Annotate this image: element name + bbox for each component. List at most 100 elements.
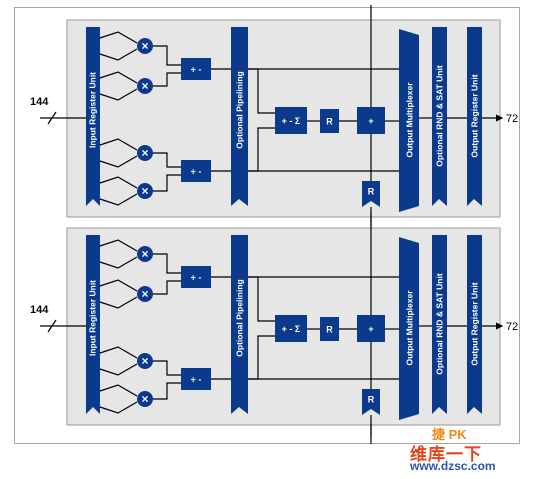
wire [153, 152, 181, 168]
wire [153, 382, 181, 400]
accum-adder-label: + [368, 116, 373, 126]
optional-pipelining [231, 235, 248, 414]
wire [153, 280, 181, 295]
accum-adder-box [357, 315, 385, 342]
accum-register-box [320, 317, 339, 341]
multiplier-1-label: × [141, 247, 148, 261]
output-multiplexer-label: Output Multiplexer [404, 290, 414, 366]
multiplier-2-label: × [141, 79, 148, 93]
accum-adder-box [357, 107, 385, 134]
output-multiplexer [399, 237, 419, 420]
mult-input-a [99, 346, 138, 359]
adder-top-box [181, 58, 211, 80]
rnd-sat-label: Optional RND & SAT Unit [434, 65, 444, 167]
rnd-sat-unit [432, 27, 447, 206]
sum-unit-box [275, 107, 307, 134]
input-register-label: Input Register Unit [87, 72, 97, 148]
output-multiplexer-label: Output Multiplexer [404, 82, 414, 158]
accum-adder-label: + [368, 324, 373, 334]
sum-unit-label: + - Σ [282, 324, 301, 334]
adder-bottom-box [181, 160, 211, 182]
output-multiplexer [399, 29, 419, 212]
wire [248, 335, 275, 380]
multiplier-2-label: × [141, 287, 148, 301]
mult-input-a [99, 176, 138, 189]
feedback-register [362, 181, 380, 207]
adder-bottom-label: + - [191, 166, 202, 176]
sum-unit-label: + - Σ [282, 116, 301, 126]
multiplier-4 [137, 391, 153, 407]
accum-register-box [320, 109, 339, 133]
rnd-sat-unit [432, 235, 447, 414]
watermark-top: 捷 PK [432, 427, 467, 442]
mult-input-a [99, 279, 138, 292]
multiplier-1 [137, 38, 153, 54]
mult-input-a [99, 31, 138, 44]
mult-input-a [99, 138, 138, 151]
wire [153, 174, 181, 192]
output-register-label: Output Register Unit [469, 74, 479, 157]
mult-input-b [99, 193, 138, 206]
input-register-unit [86, 27, 100, 206]
rnd-sat-label: Optional RND & SAT Unit [434, 273, 444, 375]
adder-bottom-box [181, 368, 211, 390]
feedback-register-label: R [368, 394, 375, 404]
watermark-brand: 维库一下 [410, 445, 482, 464]
multiplier-4-label: × [141, 184, 148, 198]
input-width-label: 144 [30, 96, 49, 108]
adder-top-label: + - [191, 272, 202, 282]
mult-input-b [99, 48, 138, 61]
mult-input-b [99, 296, 138, 309]
optional-pipelining [231, 27, 248, 206]
wire [153, 72, 181, 87]
multiplier-3 [137, 353, 153, 369]
output-width-label: 72 [506, 113, 518, 125]
output-register-unit [467, 27, 482, 206]
multiplier-1-label: × [141, 39, 148, 53]
multiplier-2 [137, 78, 153, 94]
mult-input-b [99, 88, 138, 101]
multiplier-3-label: × [141, 354, 148, 368]
adder-top-box [181, 266, 211, 288]
mult-input-b [99, 155, 138, 168]
optional-pipelining-label: Optional Pipelining [234, 279, 244, 356]
mult-input-b [99, 256, 138, 269]
multiplier-4-label: × [141, 392, 148, 406]
multiplier-3 [137, 145, 153, 161]
dsp-block-1: Input Register Unit 144 × × × × + - + - Optional… [30, 5, 518, 228]
wire [248, 276, 275, 322]
wire [153, 45, 181, 66]
adder-top-label: + - [191, 64, 202, 74]
mult-input-b [99, 401, 138, 414]
optional-pipelining-label: Optional Pipelining [234, 71, 244, 148]
wire [153, 253, 181, 274]
feedback-register-label: R [368, 186, 375, 196]
output-width-label: 72 [506, 321, 518, 333]
sum-unit-box [275, 315, 307, 342]
adder-bottom-label: + - [191, 374, 202, 384]
bus-width-slash [47, 111, 57, 125]
dsp-block-2: Input Register Unit 144 × × × × + - + - Optional… [30, 213, 518, 436]
multiplier-3-label: × [141, 146, 148, 160]
mult-input-a [99, 239, 138, 252]
wire [153, 360, 181, 376]
wire [248, 127, 275, 172]
accum-register-label: R [326, 116, 333, 126]
input-width-label: 144 [30, 304, 49, 316]
input-register-label: Input Register Unit [87, 280, 97, 356]
mult-input-a [99, 71, 138, 84]
output-register-label: Output Register Unit [469, 282, 479, 365]
watermark-url: www.dzsc.com [410, 459, 496, 473]
mult-input-a [99, 384, 138, 397]
multiplier-1 [137, 246, 153, 262]
mult-input-b [99, 363, 138, 376]
output-register-unit [467, 235, 482, 414]
input-register-unit [86, 235, 100, 414]
accum-register-label: R [326, 324, 333, 334]
multiplier-2 [137, 286, 153, 302]
feedback-register [362, 389, 380, 415]
multiplier-4 [137, 183, 153, 199]
bus-width-slash [47, 319, 57, 333]
wire [248, 68, 275, 114]
